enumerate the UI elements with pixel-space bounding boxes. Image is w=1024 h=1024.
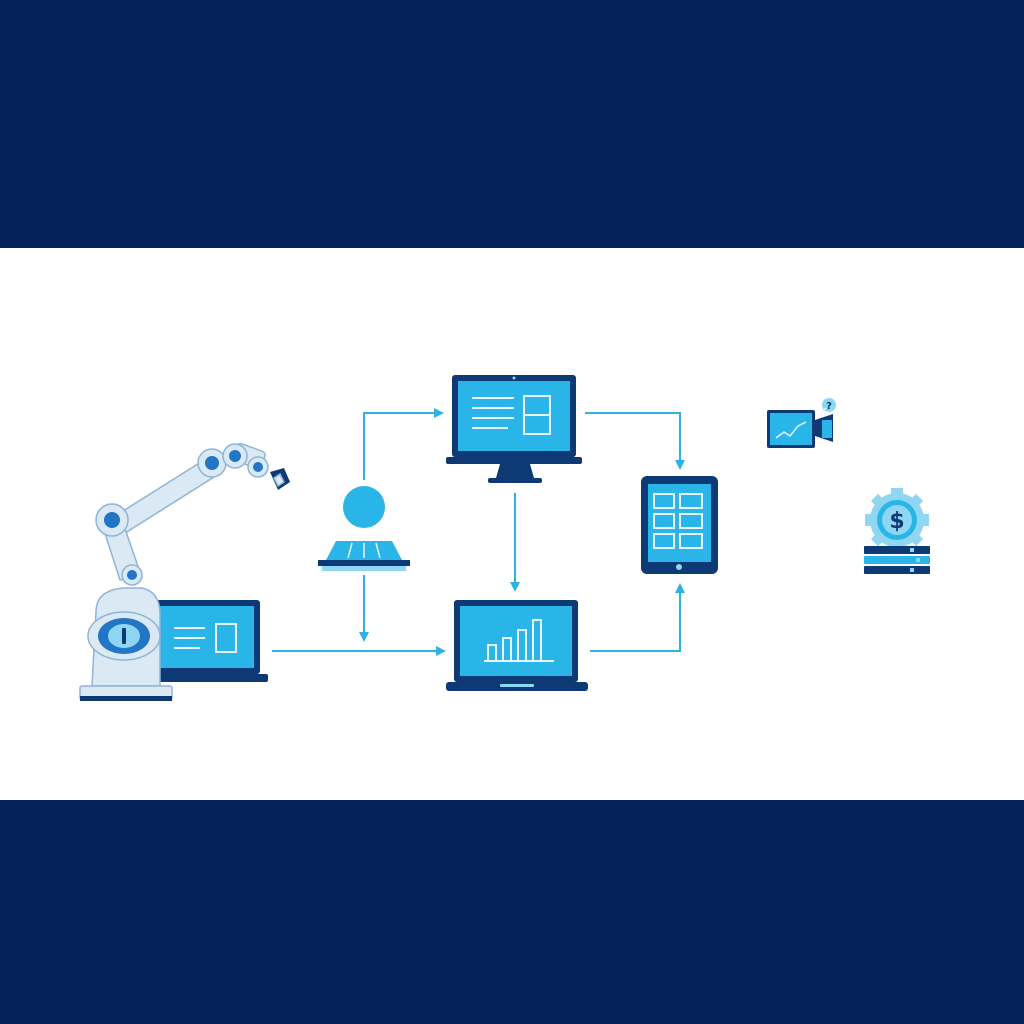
arrow-top-monitor-to-tablet bbox=[585, 412, 685, 470]
bottom-navy-band bbox=[0, 800, 1024, 1024]
dollar-symbol: $ bbox=[889, 509, 904, 534]
robot-station bbox=[79, 442, 290, 701]
video-camera-icon: ? bbox=[767, 398, 836, 448]
dollar-gear-icon: $ bbox=[864, 488, 930, 574]
diagram-panel bbox=[0, 248, 1024, 800]
person-workstation-icon bbox=[318, 486, 410, 571]
desktop-monitor-icon bbox=[446, 375, 582, 483]
arrow-worker-to-top-monitor bbox=[363, 408, 444, 480]
arrow-analytics-to-tablet bbox=[590, 583, 685, 652]
camera-badge-text: ? bbox=[826, 401, 832, 412]
flow-arrows bbox=[272, 408, 685, 656]
tablet-icon bbox=[641, 476, 718, 574]
robot-laptop-icon bbox=[140, 600, 268, 682]
top-navy-band bbox=[0, 0, 1024, 248]
robot-arm-icon bbox=[79, 442, 290, 701]
bar-chart-laptop-icon bbox=[446, 600, 588, 691]
